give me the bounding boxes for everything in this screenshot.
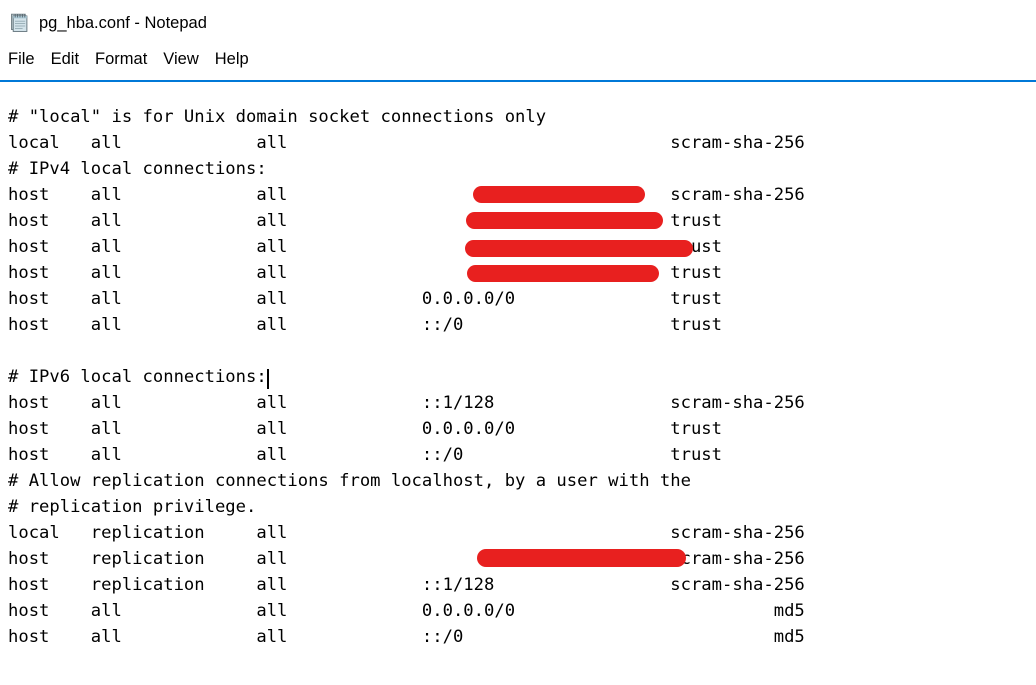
redaction-bar-2 [466, 212, 663, 229]
config-line: # "local" is for Unix domain socket conn… [8, 107, 547, 127]
text-caret [266, 369, 269, 389]
menu-item-edit[interactable]: Edit [50, 50, 80, 69]
config-line: host all all 0.0.0.0/0 trust [8, 289, 722, 309]
config-line: host replication all scram-sha-256 [8, 549, 805, 569]
window-title: pg_hba.conf - Notepad [39, 13, 207, 32]
config-line: # IPv4 local connections: [8, 159, 267, 179]
config-line: host all all trust [8, 211, 722, 231]
config-line: local replication all scram-sha-256 [8, 523, 805, 543]
config-line: host all all ::/0 md5 [8, 627, 805, 647]
text-editing-area[interactable]: # "local" is for Unix domain socket conn… [0, 82, 1036, 685]
config-line: host all all trust [8, 263, 722, 283]
config-line: host all all 0.0.0.0/0 md5 [8, 601, 805, 621]
notepad-icon [8, 11, 30, 33]
config-line: host all all ::1/128 scram-sha-256 [8, 393, 805, 413]
config-line: host all all 0.0.0.0/0 trust [8, 419, 722, 439]
redaction-bar-4 [467, 265, 659, 282]
redaction-bar-1 [473, 186, 645, 203]
redaction-bar-5 [477, 549, 686, 567]
title-bar: pg_hba.conf - Notepad [0, 0, 1036, 44]
config-text[interactable]: # "local" is for Unix domain socket conn… [0, 104, 805, 650]
redaction-bar-3 [465, 240, 693, 257]
menu-item-format[interactable]: Format [95, 50, 148, 69]
menu-item-help[interactable]: Help [214, 50, 249, 69]
config-line [8, 338, 805, 364]
menu-item-file[interactable]: File [8, 50, 35, 69]
config-line: local all all scram-sha-256 [8, 133, 805, 153]
config-line: host replication all ::1/128 scram-sha-2… [8, 575, 805, 595]
config-line: # Allow replication connections from loc… [8, 471, 691, 491]
config-line: host all all ::/0 trust [8, 445, 722, 465]
menu-bar: File Edit Format View Help [0, 44, 1036, 76]
menu-accent-divider [0, 80, 1036, 82]
menu-item-view[interactable]: View [163, 50, 199, 69]
config-line: # IPv6 local connections: [8, 367, 267, 387]
config-line: host all all ::/0 trust [8, 315, 722, 335]
config-line: # replication privilege. [8, 497, 257, 517]
config-line: host all all scram-sha-256 [8, 185, 805, 205]
